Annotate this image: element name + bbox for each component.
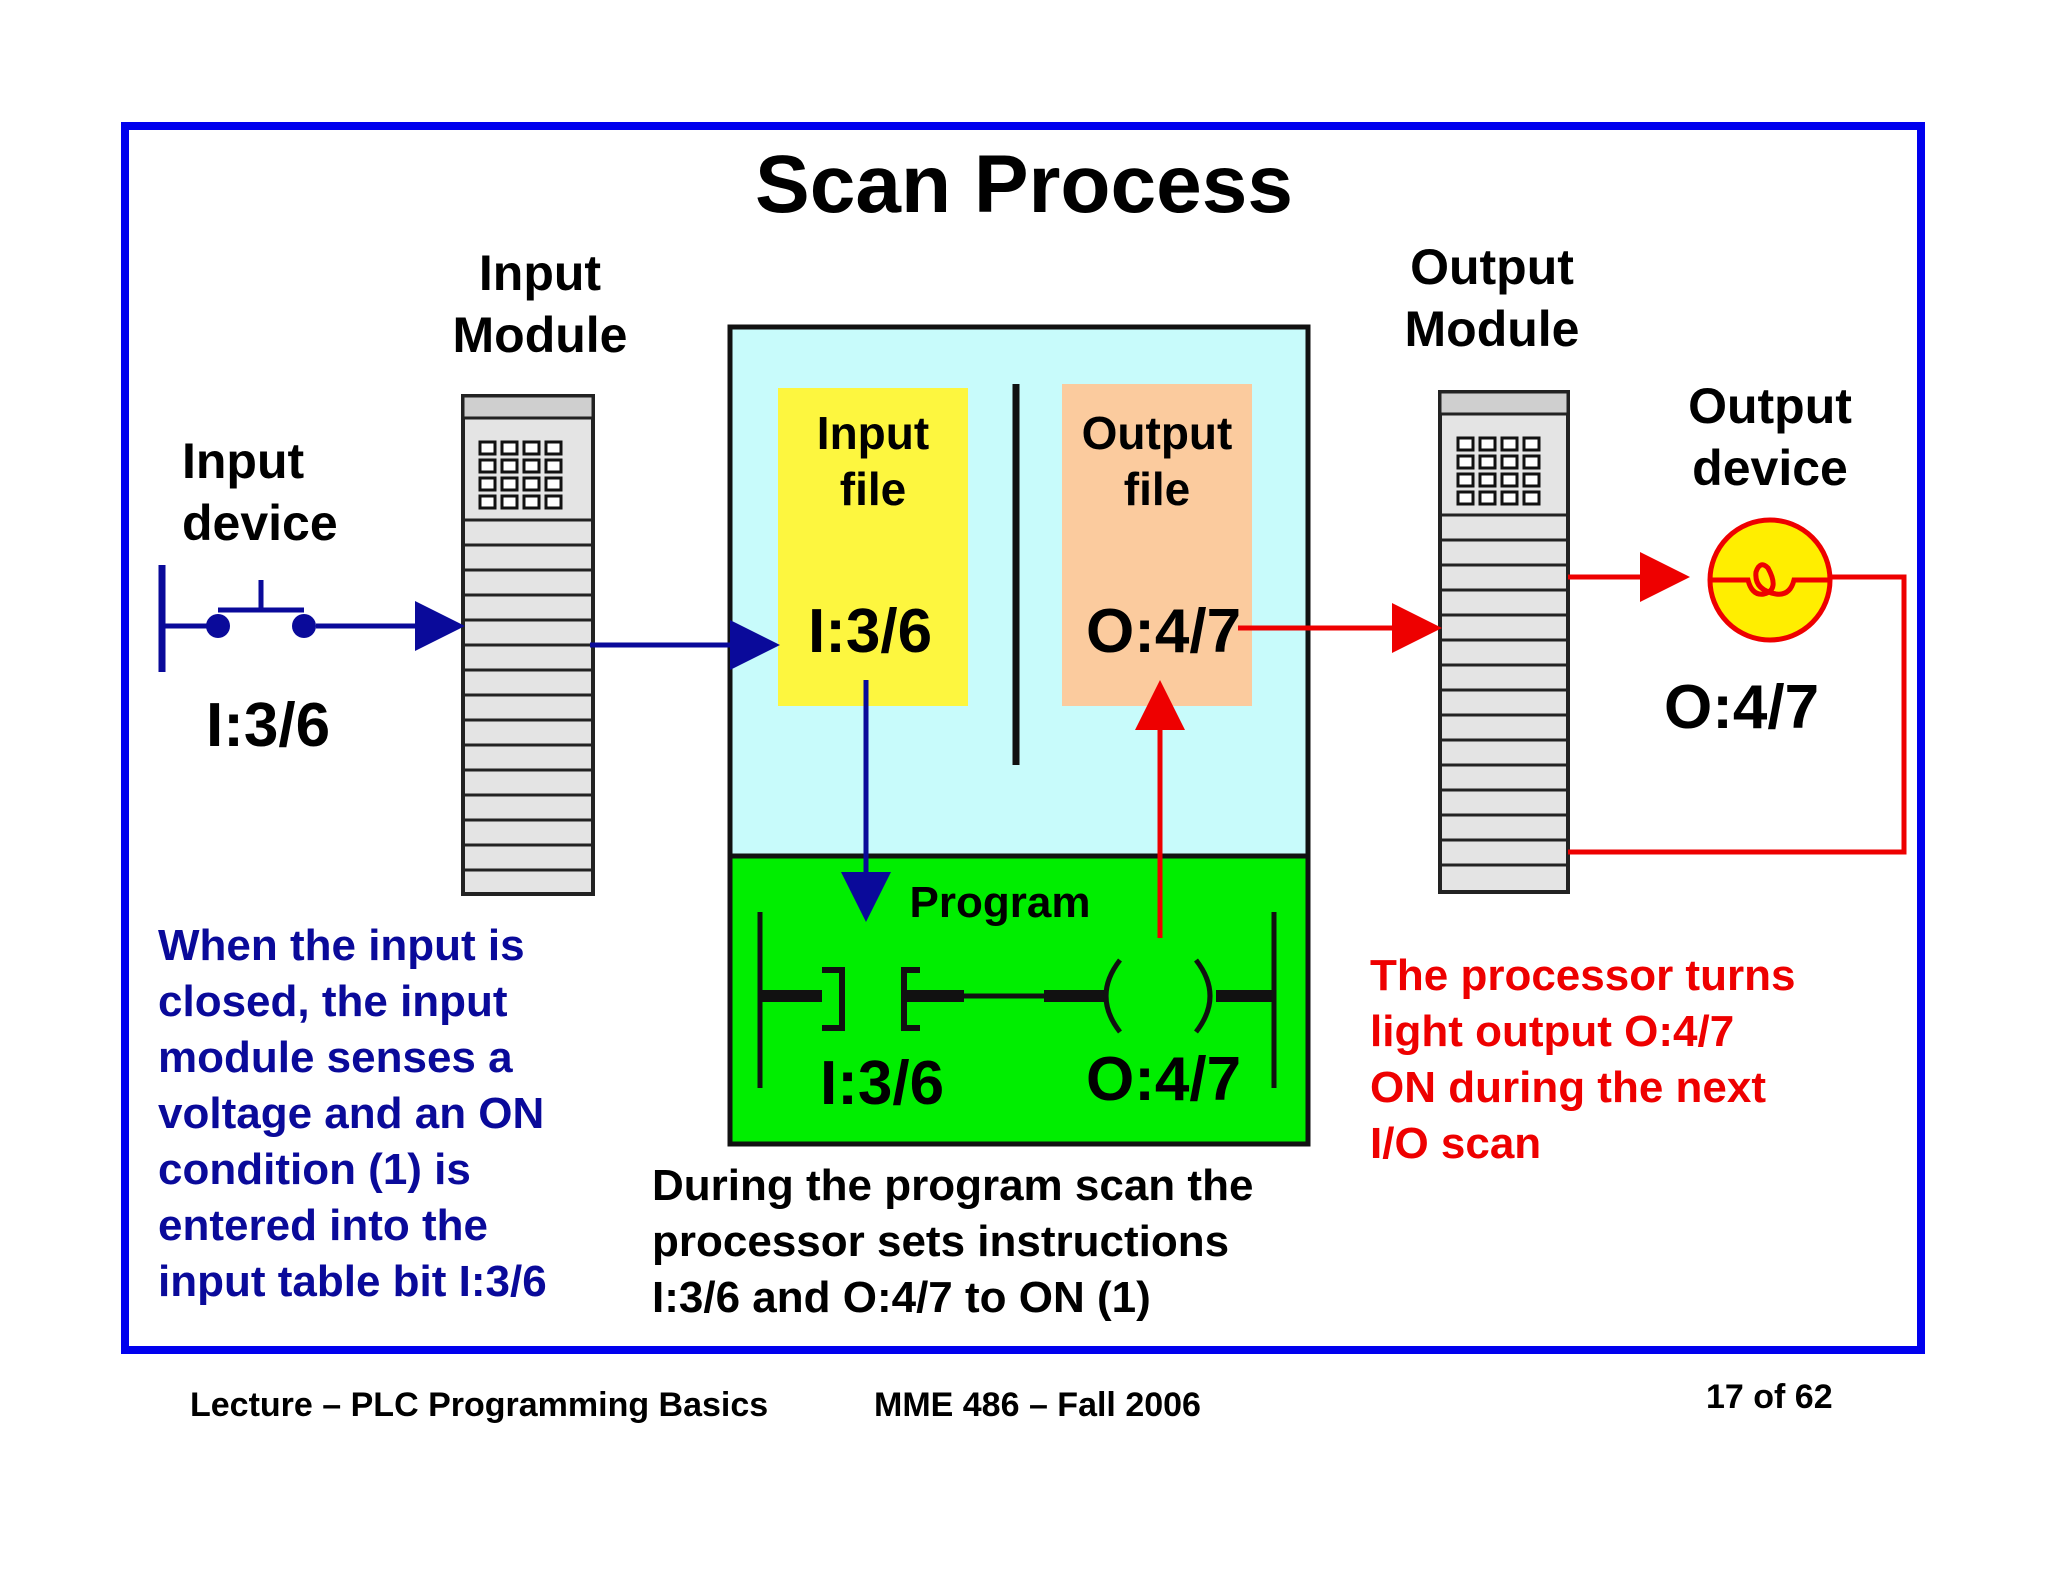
output-note: The processor turns light output O:4/7 O… bbox=[1370, 951, 1796, 1168]
input-file-address: I:3/6 bbox=[808, 597, 933, 666]
program-coil-address: O:4/7 bbox=[1086, 1045, 1242, 1114]
output-module-rack bbox=[1438, 390, 1570, 894]
input-file-label: Input file bbox=[816, 407, 930, 515]
output-device-label: Output device bbox=[1688, 378, 1852, 496]
program-note: During the program scan the processor se… bbox=[652, 1161, 1254, 1322]
output-lamp-icon bbox=[1707, 517, 1833, 643]
input-note: When the input is closed, the input modu… bbox=[158, 921, 547, 1306]
processor-block bbox=[727, 324, 1311, 1147]
output-file-address: O:4/7 bbox=[1086, 597, 1242, 666]
output-device-address: O:4/7 bbox=[1664, 673, 1820, 742]
output-module-leds bbox=[1456, 436, 1541, 506]
input-module-leds bbox=[478, 440, 563, 510]
output-file-box bbox=[1062, 384, 1252, 706]
ladder-rung bbox=[757, 912, 1277, 1088]
output-signal-path bbox=[1135, 552, 1907, 938]
program-label: Program bbox=[909, 878, 1091, 927]
footer-lecture: Lecture – PLC Programming Basics bbox=[190, 1386, 769, 1424]
slide-frame bbox=[121, 122, 1925, 1354]
footer-course: MME 486 – Fall 2006 bbox=[874, 1386, 1201, 1424]
slide-title: Scan Process bbox=[755, 139, 1293, 230]
input-file-box bbox=[778, 388, 968, 706]
input-module-label: Input Module bbox=[452, 245, 628, 363]
input-device-address: I:3/6 bbox=[206, 691, 331, 760]
program-contact-address: I:3/6 bbox=[820, 1049, 945, 1118]
input-signal-path bbox=[316, 601, 891, 922]
input-device-label: Input device bbox=[182, 433, 338, 551]
input-module-rack bbox=[461, 394, 595, 896]
footer-page-number: 17 of 62 bbox=[1706, 1378, 1833, 1416]
output-module-label: Output Module bbox=[1404, 239, 1580, 357]
output-file-label: Output file bbox=[1081, 407, 1233, 515]
input-device-switch bbox=[158, 565, 316, 672]
